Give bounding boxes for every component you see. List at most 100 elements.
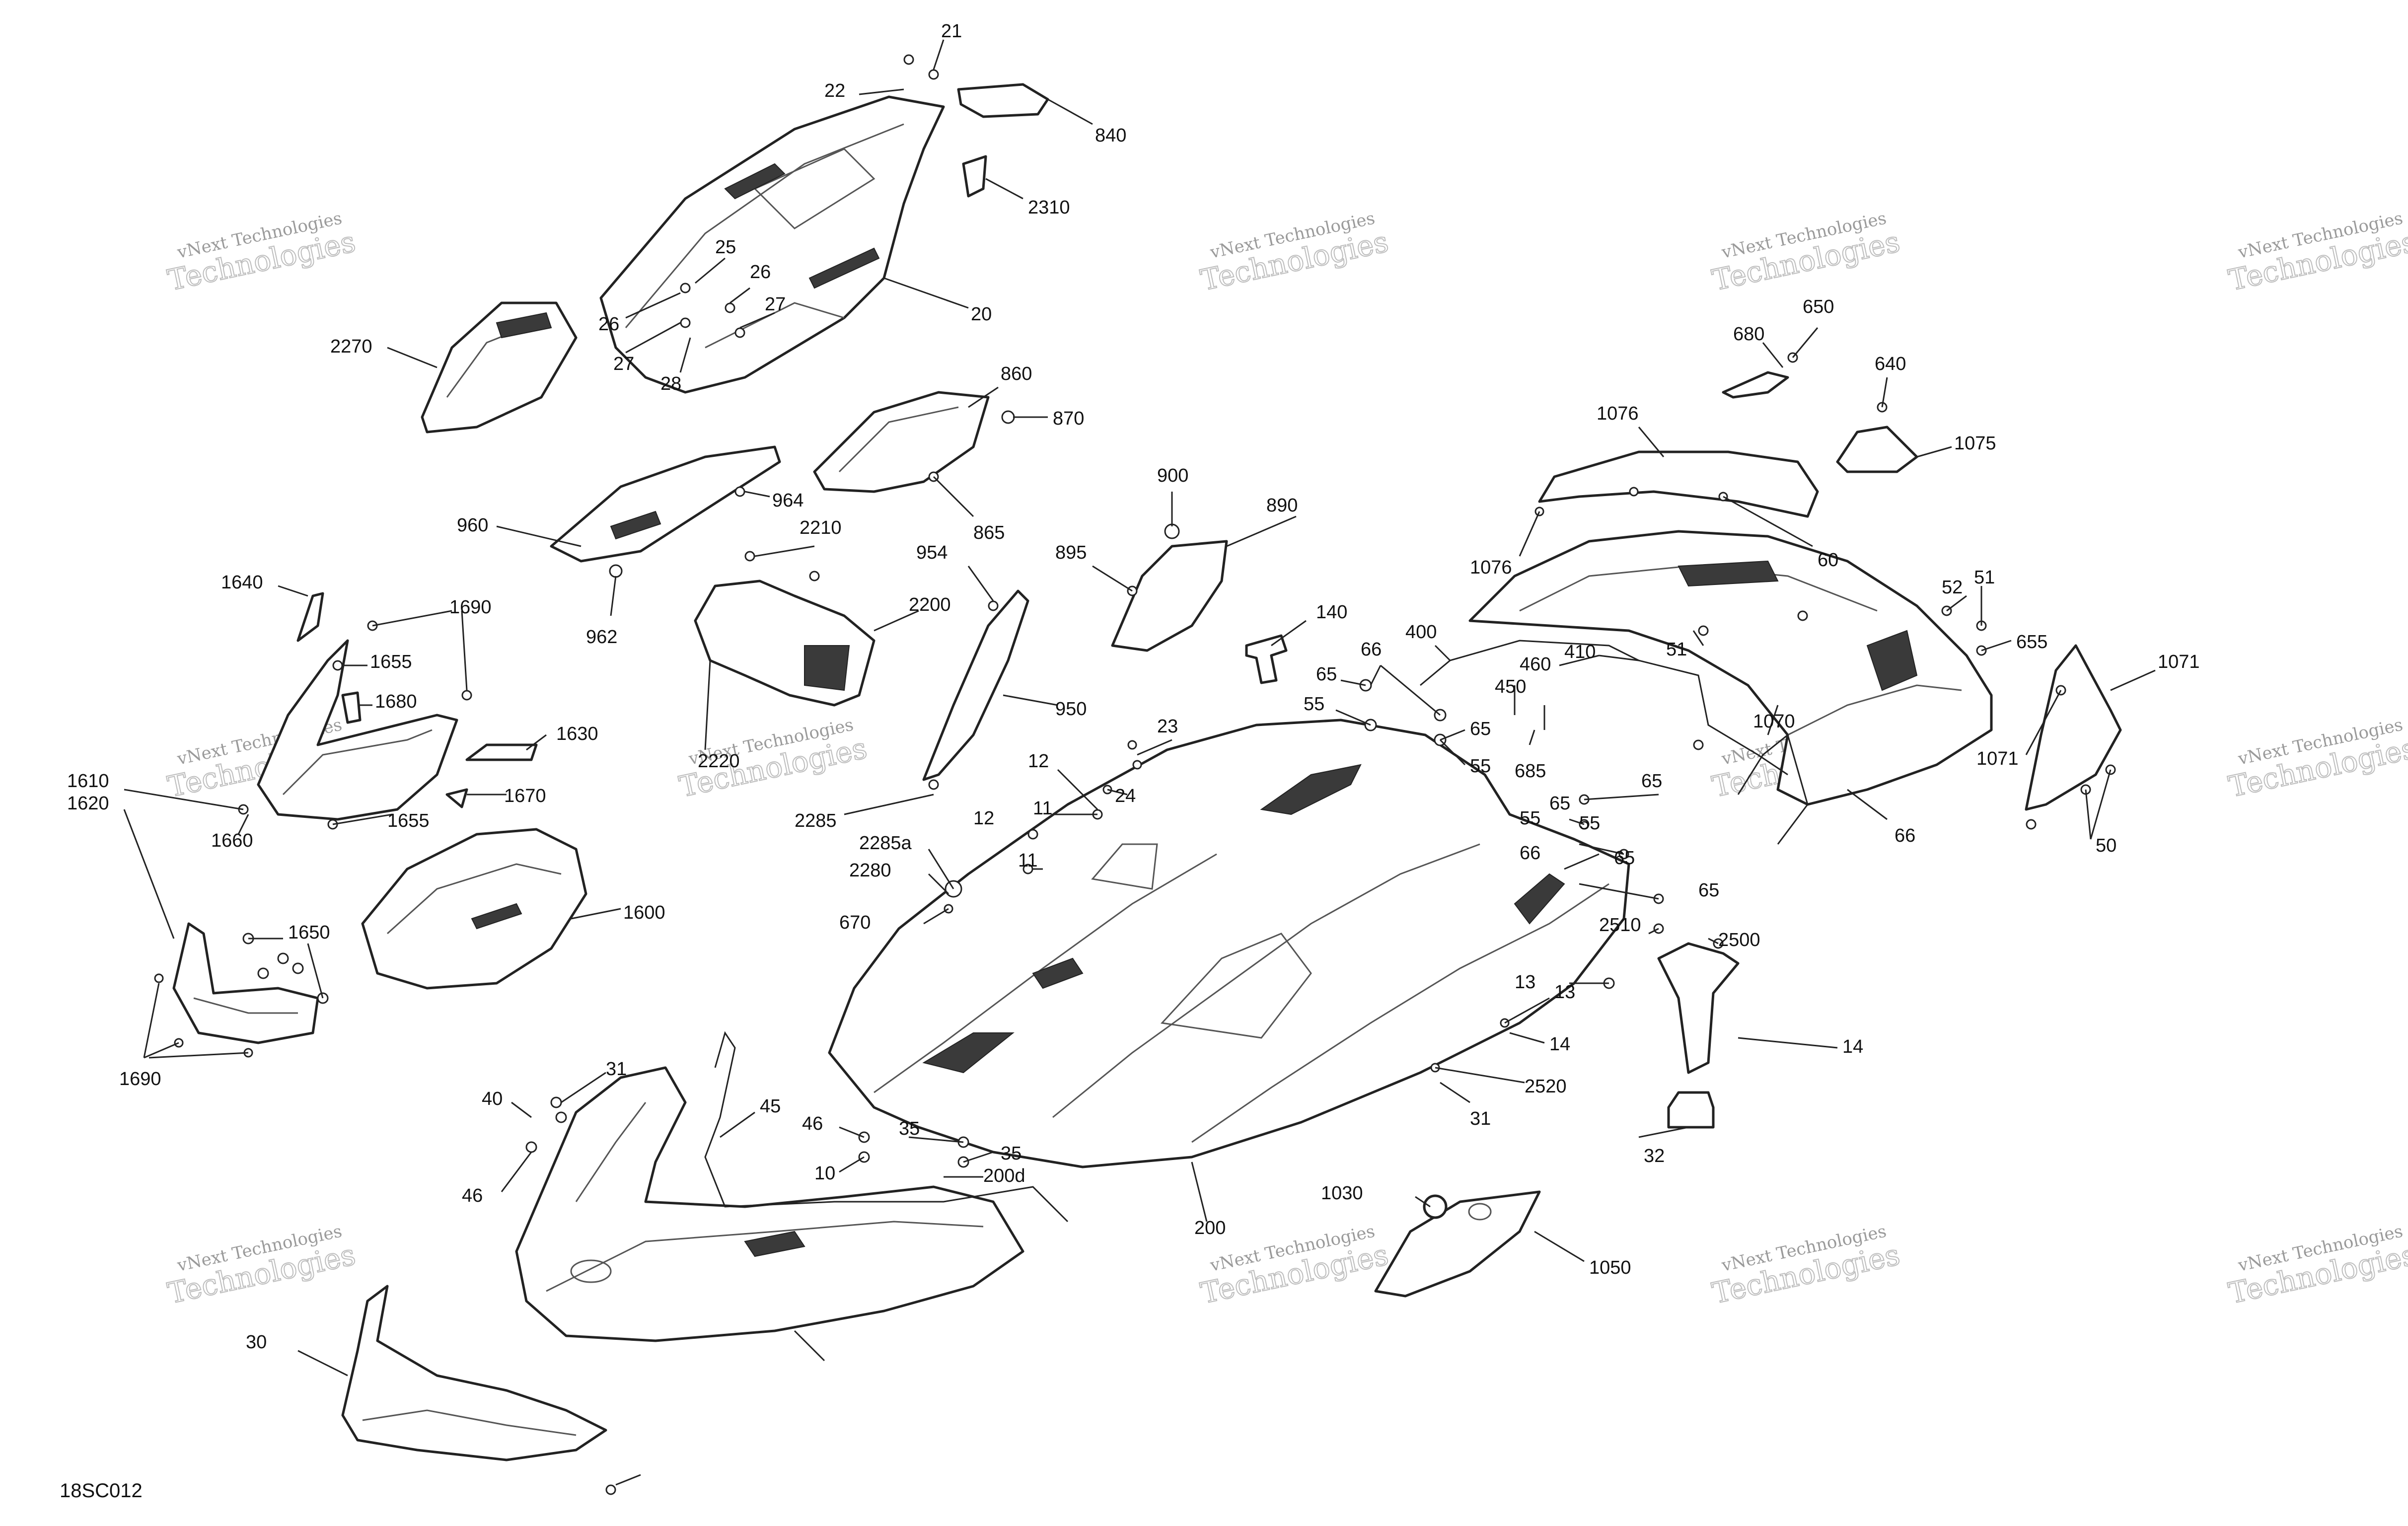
part-1680: [341, 691, 362, 724]
callout-label: 22: [824, 80, 845, 101]
callout-label: 24: [1115, 786, 1136, 806]
fastener: [1022, 864, 1033, 874]
callout-label: 1075: [1954, 433, 1996, 454]
callout-label: 65: [1641, 771, 1662, 792]
fastener: [680, 317, 691, 328]
callout-label: 11: [1018, 850, 1037, 871]
callout-label: 1655: [370, 652, 412, 672]
callout-label: 26: [598, 314, 619, 335]
callout-label: 11: [1033, 798, 1052, 819]
callout-label: 50: [2096, 835, 2116, 856]
callout-label: 2210: [800, 517, 842, 538]
fastener: [257, 967, 269, 979]
callout-label: 51: [1974, 567, 1995, 588]
part-panel-960: [550, 445, 781, 563]
callout-label: 1690: [119, 1069, 161, 1090]
part-bracket-2200: [694, 580, 876, 707]
callout-label: 1655: [387, 810, 430, 831]
callout-label: 14: [1842, 1036, 1863, 1057]
diagram-code: 18SC012: [60, 1480, 143, 1502]
part-fairing-1610: [257, 639, 458, 821]
callout-label: 655: [2016, 632, 2047, 653]
callout-label: 28: [660, 373, 681, 394]
watermark: vNext Technologies Technologies: [164, 1221, 359, 1310]
callout-label: 1670: [504, 786, 546, 806]
part-lid-2270: [421, 301, 578, 434]
part-knob-140: [1245, 634, 1288, 684]
callout-label: 954: [916, 542, 948, 563]
part-trim-950: [922, 589, 1029, 781]
callout-label: 31: [1470, 1108, 1491, 1129]
callout-label: 1050: [1589, 1257, 1631, 1278]
part-cable-400: [1599, 654, 1788, 776]
callout-label: 962: [586, 627, 617, 648]
callout-label: 2285a: [859, 833, 912, 854]
part-cover-860: [813, 391, 990, 493]
callout-label: 46: [802, 1113, 823, 1134]
part-1075: [1538, 450, 1819, 518]
callout-label: 1610: [67, 771, 109, 792]
callout-label: 27: [765, 294, 786, 315]
callout-label: 1071: [2158, 652, 2200, 672]
callout-label: 450: [1495, 676, 1526, 697]
fastener: [1127, 740, 1137, 750]
callout-label: 1070: [1753, 711, 1795, 732]
fastener: [1027, 829, 1038, 840]
callout-label: 31: [606, 1059, 627, 1080]
callout-label: 55: [1520, 808, 1540, 829]
fastener: [928, 69, 939, 80]
part-support-2500: [1657, 942, 1740, 1074]
callout-label: 35: [1001, 1143, 1022, 1164]
callout-label: 640: [1875, 354, 1906, 374]
watermark: vNext Technologies Technologies: [2225, 1221, 2408, 1310]
callout-label: 23: [1157, 716, 1178, 737]
callout-label: 685: [1515, 761, 1546, 782]
callout-labels: 21 22 840 2310 25 26 26 27 27 28 20 2270…: [67, 21, 2200, 1353]
callout-label: 1076: [1597, 403, 1639, 424]
callout-label: 680: [1733, 324, 1764, 345]
fasteners: [154, 54, 2116, 1495]
callout-label: 200d: [983, 1165, 1025, 1186]
callout-label: 865: [973, 522, 1005, 543]
fastener: [680, 283, 691, 293]
callout-label: 1620: [67, 793, 109, 814]
callout-label: 65: [1316, 664, 1337, 685]
fastener: [809, 571, 820, 581]
part-670: [1722, 371, 1789, 399]
callout-label: 2510: [1599, 915, 1641, 936]
fastener: [609, 564, 623, 578]
fastener: [525, 1141, 537, 1153]
watermark: vNext Technologies Technologies: [164, 208, 359, 297]
callout-label: 66: [1520, 843, 1540, 864]
fastener: [550, 1096, 562, 1108]
fastener: [744, 551, 755, 562]
watermark: vNext Technologies Technologies: [1709, 208, 1903, 297]
callout-label: 13: [1554, 982, 1575, 1003]
part-640: [1836, 426, 1918, 473]
callout-label: 960: [457, 515, 488, 536]
callout-label: 1640: [221, 572, 263, 593]
fastener: [154, 973, 164, 983]
callout-label: 1660: [211, 830, 253, 851]
fastener: [277, 952, 289, 964]
callout-label: 1690: [449, 597, 492, 618]
part-1640: [296, 592, 324, 642]
callout-label: 27: [613, 354, 634, 374]
callout-label: 55: [1470, 756, 1491, 777]
part-1630: [465, 743, 538, 761]
callout-label: 460: [1520, 654, 1551, 675]
callout-label: 66: [1895, 825, 1915, 846]
callout-label: 12: [1028, 751, 1049, 772]
callout-label: 65: [1470, 719, 1491, 739]
fastener: [292, 962, 304, 974]
fastener: [605, 1484, 616, 1495]
callout-label: 1076: [1470, 557, 1512, 578]
callout-label: 670: [839, 912, 871, 933]
callout-label: 60: [1818, 550, 1838, 571]
callout-label: 900: [1157, 465, 1188, 486]
callout-label: 2500: [1718, 930, 1760, 950]
part-rear-body-50: [1468, 530, 1993, 806]
part-panel-200: [1374, 1190, 1541, 1298]
part-cable-40: [704, 1031, 1069, 1223]
